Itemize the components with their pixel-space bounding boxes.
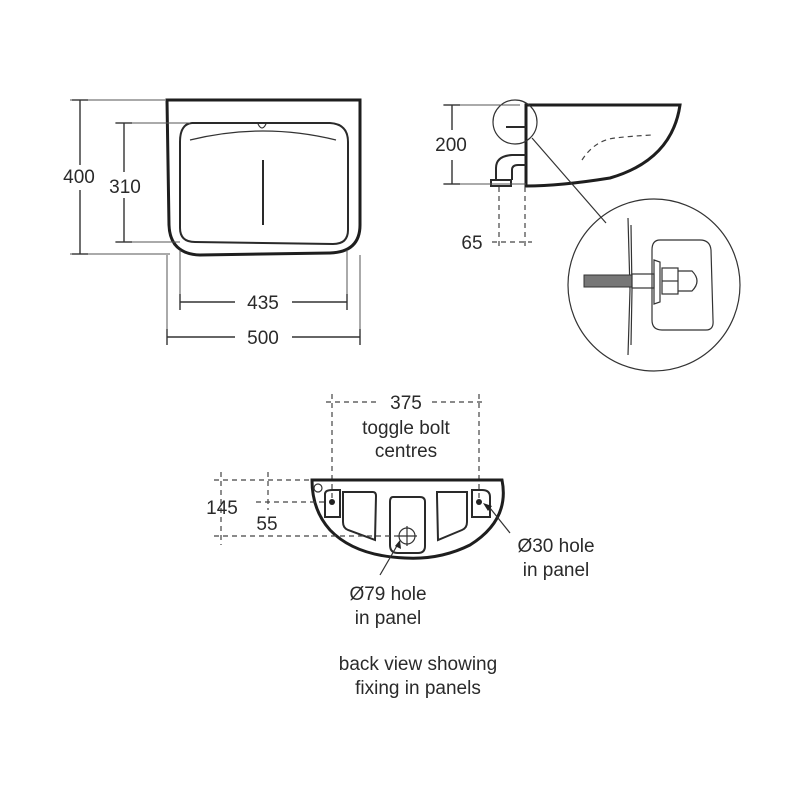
arrow-head — [395, 540, 401, 549]
side-height-label: 200 — [435, 135, 467, 156]
leader-79 — [379, 543, 399, 576]
bolt-centres-label-2: centres — [375, 441, 437, 462]
front-view: 400 310 435 500 — [63, 98, 362, 349]
centre-panel — [389, 496, 426, 554]
back-view-outline — [310, 478, 505, 560]
hole-79-label-1: Ø79 hole — [349, 584, 426, 605]
bowl-rim-curve — [189, 130, 337, 141]
right-bracket — [471, 489, 491, 518]
bolt-cap — [678, 270, 698, 292]
left-bolt-hole — [329, 499, 335, 505]
basin-side-profile — [524, 103, 682, 188]
waste-outlet — [490, 179, 512, 187]
basin-outer-outline — [165, 98, 362, 257]
detail-circle — [567, 198, 741, 372]
washer — [653, 259, 661, 305]
bolt-shank — [631, 273, 655, 289]
back-view: 375 toggle bolt centres 145 55 — [206, 393, 594, 699]
arrow-head — [483, 503, 492, 511]
wall-line — [627, 217, 631, 356]
left-bracket — [324, 489, 341, 518]
side-view: 200 65 — [435, 99, 682, 254]
basin-bowl-outline — [179, 122, 349, 246]
right-panel — [436, 491, 468, 542]
hole-79-label-2: in panel — [355, 608, 422, 629]
right-bolt-hole — [476, 499, 482, 505]
panel-recess — [651, 239, 714, 331]
detail-callout-circle — [492, 99, 538, 145]
bowl-height-label: 310 — [109, 177, 141, 198]
bolt-detail-icon — [567, 198, 741, 372]
caption-line-1: back view showing — [339, 654, 497, 675]
bowl-hidden-line — [581, 134, 653, 161]
left-panel — [342, 491, 378, 542]
overall-width-label: 500 — [247, 328, 279, 349]
hole-30-label-2: in panel — [523, 560, 590, 581]
threaded-rod — [583, 274, 633, 288]
overall-height-label: 400 — [63, 167, 95, 188]
dim-145-label: 145 — [206, 498, 238, 519]
detail-leader-line — [531, 137, 607, 224]
bolt-centres-value: 375 — [390, 393, 422, 414]
waste-pipe — [495, 154, 526, 180]
wall-line — [630, 224, 633, 346]
bowl-width-label: 435 — [247, 293, 279, 314]
small-hole — [313, 483, 323, 493]
hole-30-label-1: Ø30 hole — [517, 536, 594, 557]
caption-line-2: fixing in panels — [355, 678, 481, 699]
dim-55-label: 55 — [256, 514, 277, 535]
bolt-centres-label-1: toggle bolt — [362, 418, 450, 439]
overflow-slot — [257, 123, 267, 129]
leader-30 — [489, 507, 511, 534]
waste-offset-label: 65 — [461, 233, 482, 254]
